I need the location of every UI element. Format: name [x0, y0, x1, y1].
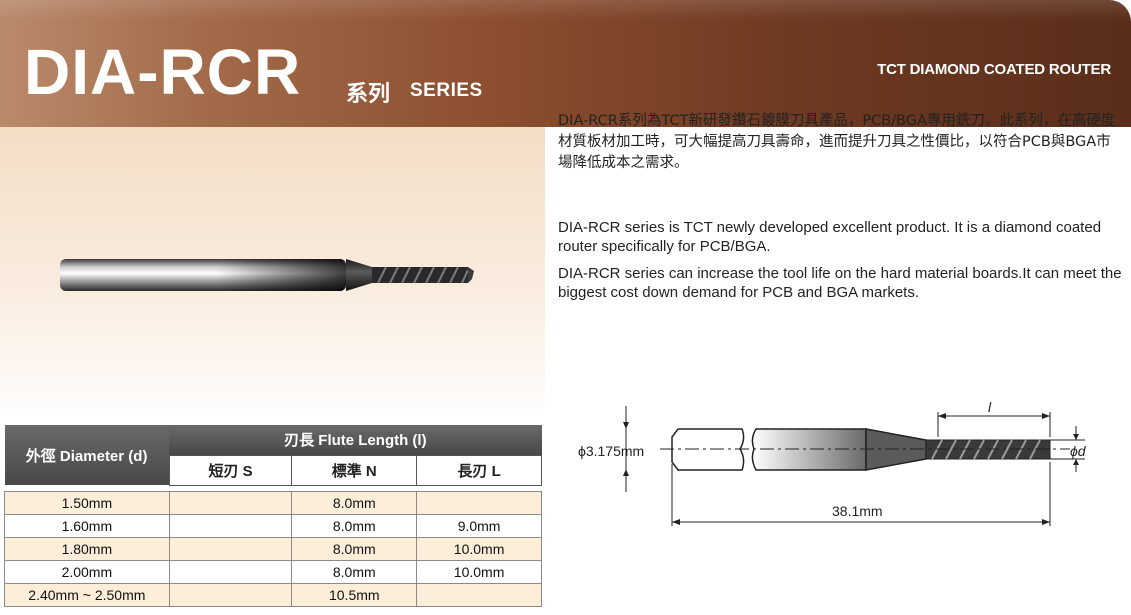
cell-diameter: 1.50mm	[4, 490, 170, 515]
arrow-head	[1042, 519, 1050, 525]
arrow-head	[672, 519, 680, 525]
title-series: SERIES	[410, 80, 483, 101]
spec-table: 外徑 Diameter (d) 刃長 Flute Length (l) 短刃 S…	[4, 425, 542, 607]
col-short: 短刃 S	[168, 454, 293, 486]
tip-diameter-label: ϕd	[1070, 443, 1087, 459]
overall-length-label: 38.1mm	[832, 503, 883, 519]
cell-short	[168, 490, 293, 515]
cell-standard: 8.0mm	[291, 513, 418, 538]
technical-drawing: ϕ3.175mm l ϕd 38.1mm	[578, 399, 1087, 526]
cell-standard: 8.0mm	[291, 559, 418, 584]
table-row: 1.60mm 8.0mm 9.0mm	[4, 513, 542, 538]
arrow-head	[938, 413, 946, 419]
header-banner: DIA-RCR 系列 SERIES TCT DIAMOND COATED ROU…	[0, 0, 1131, 127]
col-standard: 標準 N	[291, 454, 418, 486]
table-row: 2.00mm 8.0mm 10.0mm	[4, 559, 542, 584]
cell-diameter: 2.40mm ~ 2.50mm	[4, 582, 170, 607]
arrow-head	[1042, 413, 1050, 419]
diameter-header: 外徑 Diameter (d)	[4, 425, 170, 485]
cell-standard: 8.0mm	[291, 536, 418, 561]
cell-short	[168, 582, 293, 607]
cell-long: 10.0mm	[416, 559, 542, 584]
cell-standard: 10.5mm	[291, 582, 418, 607]
cell-short	[168, 559, 293, 584]
cell-diameter: 1.80mm	[4, 536, 170, 561]
cell-long: 10.0mm	[416, 536, 542, 561]
title-cjk: 系列	[346, 82, 391, 107]
description-english-2: DIA-RCR series can increase the tool lif…	[558, 265, 1122, 301]
cell-short	[168, 513, 293, 538]
product-subtitle: TCT DIAMOND COATED ROUTER	[877, 61, 1111, 78]
product-photo-panel	[0, 127, 545, 417]
cell-diameter: 1.60mm	[4, 513, 170, 538]
flute-length-label: l	[988, 399, 992, 415]
router-tool-image	[60, 259, 474, 291]
description-english-1: DIA-RCR series is TCT newly developed ex…	[558, 219, 1102, 255]
cell-long	[416, 582, 542, 607]
cell-short	[168, 536, 293, 561]
arrow-head	[1073, 434, 1079, 440]
flute-length-header: 刃長 Flute Length (l)	[169, 425, 542, 455]
cell-long: 9.0mm	[416, 513, 542, 538]
shank-diameter-label: ϕ3.175mm	[578, 443, 644, 459]
page-title: DIA-RCR	[24, 36, 302, 108]
col-long: 長刃 L	[416, 454, 542, 486]
table-row: 1.80mm 8.0mm 10.0mm	[4, 536, 542, 561]
cell-standard: 8.0mm	[291, 490, 418, 515]
description-chinese: DIA-RCR系列為TCT新研發鑽石鍍膜刀具產品，PCB/BGA專用銑刀。此系列…	[558, 113, 1116, 171]
shank-left	[671, 428, 745, 471]
cell-long	[416, 490, 542, 515]
table-row: 1.50mm 8.0mm	[4, 490, 542, 515]
arrow-head	[1073, 459, 1079, 465]
table-row: 2.40mm ~ 2.50mm 10.5mm	[4, 582, 542, 607]
shank-right	[751, 428, 867, 471]
cell-diameter: 2.00mm	[4, 559, 170, 584]
arrow-head	[623, 422, 629, 429]
